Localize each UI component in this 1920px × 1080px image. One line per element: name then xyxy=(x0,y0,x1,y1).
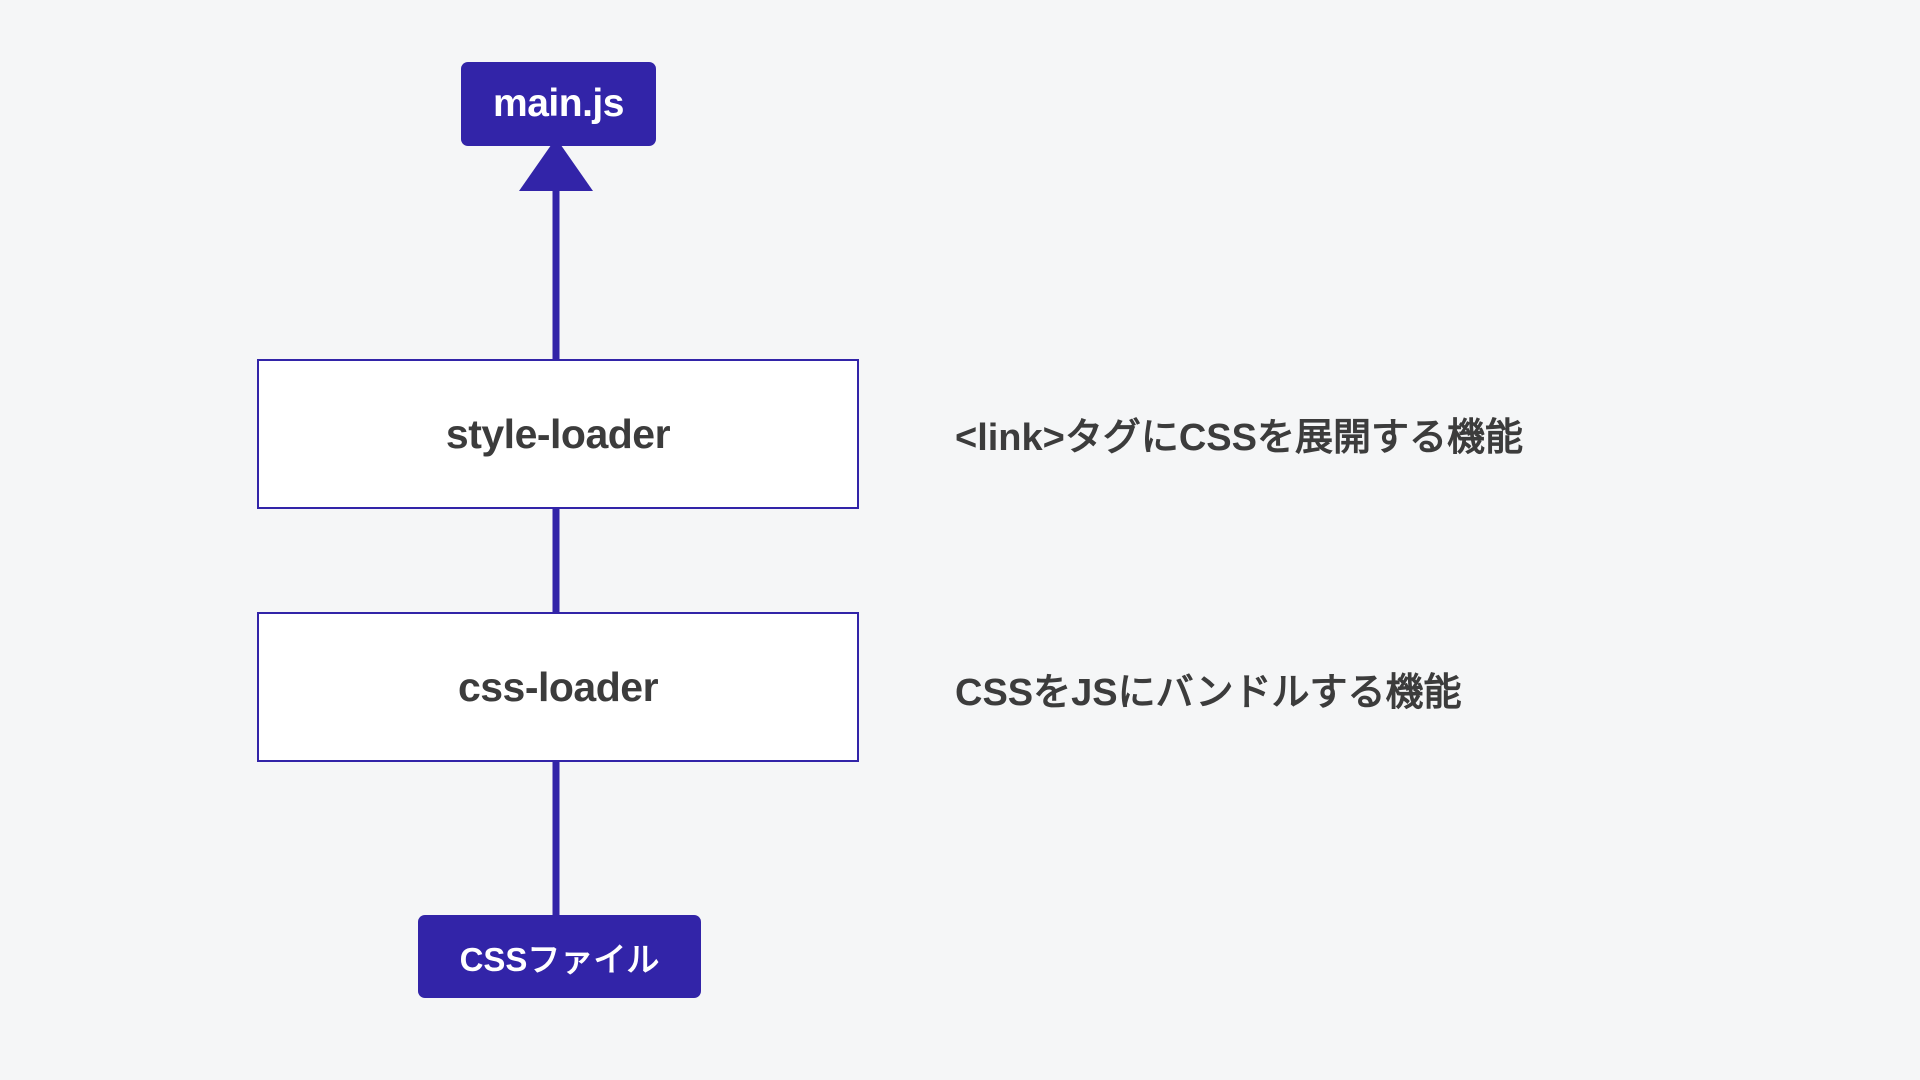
node-css-loader[interactable]: css-loader xyxy=(257,612,859,762)
node-style-loader-label: style-loader xyxy=(445,410,671,457)
node-mainjs[interactable]: main.js xyxy=(461,62,656,146)
node-style-loader[interactable]: style-loader xyxy=(257,359,859,509)
annotation-css-loader: CSSをJSにバンドルする機能 xyxy=(955,672,1462,714)
node-cssfile[interactable]: CSSファイル xyxy=(418,915,701,998)
node-cssfile-label: CSSファイル xyxy=(459,940,660,978)
annotation-style-loader: <link>タグにCSSを展開する機能 xyxy=(955,417,1523,459)
node-css-loader-label: css-loader xyxy=(457,663,659,710)
node-mainjs-label: main.js xyxy=(493,82,624,125)
